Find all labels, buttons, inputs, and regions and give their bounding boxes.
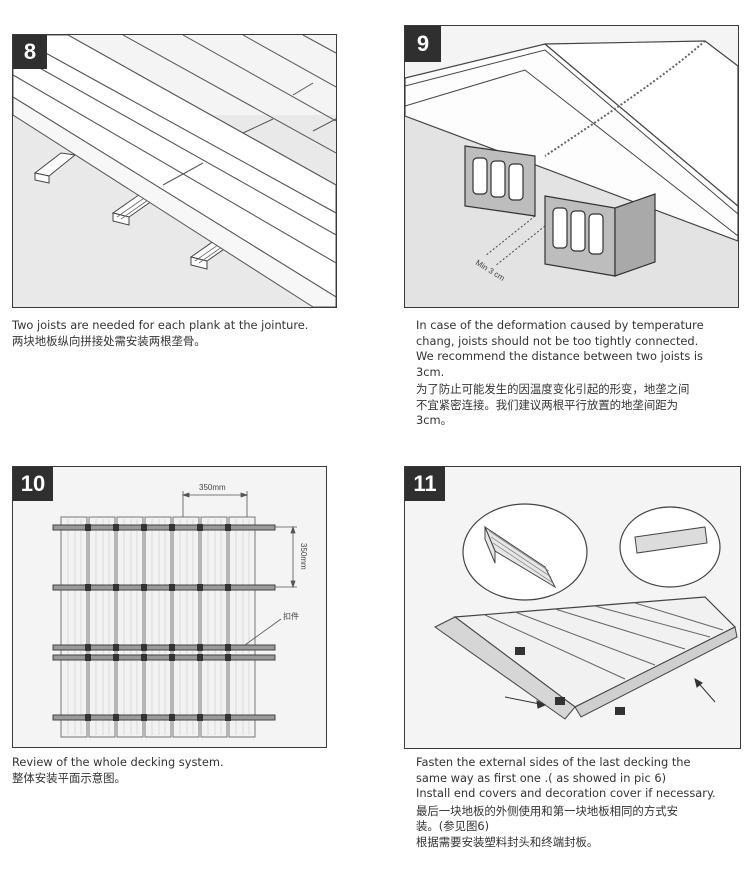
- profile-callout: [462, 503, 721, 601]
- step-9-caption-en-1: In case of the deformation caused by tem…: [416, 318, 704, 332]
- step-10-illustration: 350mm 350mm 扣件: [52, 483, 308, 738]
- step-11-illustration: [434, 503, 738, 720]
- step-8-caption-zh: 两块地板纵向拼接处需安装两根垄骨。: [12, 333, 206, 348]
- step-9-caption-en-2: chang, joists should not be too tightly …: [416, 333, 699, 348]
- step-9-caption-en-3: We recommend the distance between two jo…: [416, 349, 703, 363]
- step-11-caption-en-3: Install end covers and decoration cover …: [416, 786, 716, 800]
- step-11-caption-zh-3: 根据需要安装塑料封头和终端封板。: [416, 834, 599, 849]
- plank: [13, 35, 336, 298]
- step-9-badge: 9: [405, 26, 441, 62]
- step-10-caption: Review of the whole decking system. 整体安装…: [12, 755, 342, 786]
- step-10-caption-zh: 整体安装平面示意图。: [12, 770, 126, 785]
- step-11-caption-en-1: Fasten the external sides of the last de…: [416, 755, 691, 769]
- step-8-caption-en: Two joists are needed for each plank at …: [12, 318, 309, 332]
- step-11-caption: Fasten the external sides of the last de…: [416, 755, 741, 850]
- step-11-caption-zh-2: 装。(参见图6): [416, 819, 490, 833]
- step-8-caption: Two joists are needed for each plank at …: [12, 318, 342, 349]
- step-8-illustration: [13, 35, 336, 307]
- step-10-figure: 10: [12, 466, 327, 748]
- step-10-caption-en: Review of the whole decking system.: [12, 755, 224, 769]
- step-9-caption-zh-3: 3cm。: [416, 413, 452, 427]
- step-10-dimension-horizontal: 350mm: [199, 483, 226, 492]
- joist: [52, 524, 276, 721]
- joist-profile: [464, 145, 656, 277]
- step-9-caption-zh-2: 不宜紧密连接。我们建议两根平行放置的地垄间距为: [416, 397, 678, 412]
- step-11-figure: 11: [404, 466, 741, 749]
- step-10-badge: 10: [13, 467, 53, 501]
- plank: [60, 516, 256, 738]
- step-9-caption-zh-1: 为了防止可能发生的因温度变化引起的形变，地垄之间: [416, 382, 690, 396]
- step-8-figure: 8: [12, 34, 337, 308]
- step-9-figure: 9 Min 3 cm: [404, 25, 739, 308]
- step-10-dimension-vertical: 350mm: [299, 543, 308, 570]
- step-8-badge: 8: [13, 35, 47, 69]
- step-11-caption-en-2: same way as first one .( as showed in pi…: [416, 770, 667, 785]
- step-11-badge: 11: [405, 467, 445, 501]
- step-9-caption: In case of the deformation caused by tem…: [416, 318, 741, 429]
- step-10-clip-label: 扣件: [283, 611, 299, 621]
- step-11-caption-zh-1: 最后一块地板的外侧使用和第一块地板相同的方式安: [416, 803, 678, 818]
- step-9-caption-en-4: 3cm.: [416, 364, 445, 379]
- step-9-illustration: Min 3 cm: [405, 40, 738, 307]
